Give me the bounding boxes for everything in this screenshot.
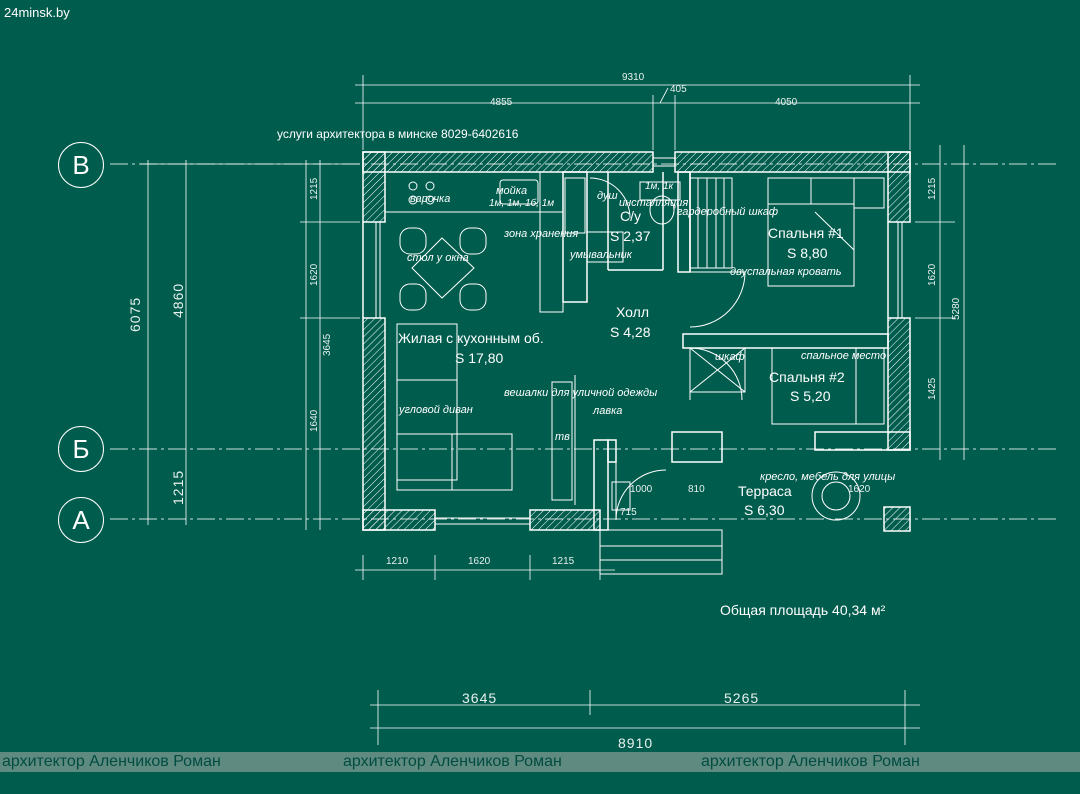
room-bath-area: S 2,37 xyxy=(610,228,651,244)
dim-right-total: 5280 xyxy=(951,297,962,320)
dim-step: 715 xyxy=(620,507,637,518)
label-installation: инсталляция xyxy=(619,197,689,209)
terrace-furniture xyxy=(611,471,861,521)
label-sleeping-place: спальное место xyxy=(801,350,887,362)
room-living-area: S 17,80 xyxy=(455,350,504,366)
dim-terrace-w: 1620 xyxy=(848,484,871,495)
label-storage: зона хранения xyxy=(504,228,579,240)
dim-door-w2: 810 xyxy=(688,484,705,495)
footer-author-1: архитектор Аленчиков Роман xyxy=(2,753,221,770)
footer-band xyxy=(0,752,1080,772)
dim-lower-right: 5265 xyxy=(724,690,760,706)
label-tv: тв xyxy=(555,431,570,443)
bedroom2-furniture xyxy=(771,347,885,425)
site-watermark: 24minsk.by xyxy=(4,5,70,20)
windows xyxy=(375,157,903,525)
dim-right-seg1: 1215 xyxy=(927,177,938,200)
exterior-walls xyxy=(362,151,911,532)
label-corner-sofa: угловой диван xyxy=(399,404,473,416)
dim-left-outer: 6075 xyxy=(127,296,143,332)
dining-table xyxy=(399,227,487,311)
label-stove: варочка xyxy=(410,193,451,205)
room-hall-area: S 4,28 xyxy=(610,324,651,340)
dim-door-w: 1000 xyxy=(630,484,653,495)
label-sink: мойка xyxy=(496,185,528,197)
dimension-lines-left xyxy=(140,160,360,530)
bedroom1-furniture xyxy=(689,177,885,287)
label-wardrobe: гардеробный шкаф xyxy=(677,206,779,218)
room-bedroom1-area: S 8,80 xyxy=(787,245,828,261)
label-closet: шкаф xyxy=(715,351,745,363)
axis-marker-a: А xyxy=(58,497,104,543)
dim-top-right: 4050 xyxy=(775,97,798,108)
dim-left-inner-top: 4860 xyxy=(170,282,186,318)
dim-left-seg1: 1215 xyxy=(309,177,320,200)
dim-left-seg2: 1620 xyxy=(309,263,320,286)
label-1m-1k: 1м, 1к xyxy=(645,181,674,192)
label-washbasin: умывальник xyxy=(570,249,632,261)
dim-lower-left: 3645 xyxy=(462,690,498,706)
dimension-lines-right xyxy=(915,145,965,460)
dim-bottom-seg1: 1210 xyxy=(386,556,409,567)
room-bath-name: С/у xyxy=(620,208,641,224)
dim-top-left: 4855 xyxy=(490,97,513,108)
dim-top-mid: 405 xyxy=(670,84,687,95)
label-hangers: вешалки для уличной одежды xyxy=(504,387,658,399)
label-shower: душ xyxy=(597,190,618,202)
room-bedroom2-name: Спальня #2 xyxy=(769,369,845,385)
dim-right-seg3: 1425 xyxy=(927,377,938,400)
label-double-bed: двуспальная кровать xyxy=(730,266,842,278)
corner-sofa xyxy=(396,323,513,491)
axis-marker-v: В xyxy=(58,142,104,188)
label-table: стол у окна xyxy=(407,252,469,264)
dim-left-seg3: 3645 xyxy=(322,333,333,356)
dim-left-seg4: 1640 xyxy=(309,409,320,432)
kitchen-counter xyxy=(384,171,564,313)
dim-lower-total: 8910 xyxy=(618,735,654,751)
label-bench: лавка xyxy=(593,405,623,417)
room-living-name: Жилая с кухонным об. xyxy=(398,330,544,346)
room-bedroom2-area: S 5,20 xyxy=(790,388,831,404)
dimension-lines-bottom xyxy=(355,555,920,745)
room-hall-name: Холл xyxy=(616,304,649,320)
service-text: услуги архитектора в минске 8029-6402616 xyxy=(277,127,519,141)
dim-bottom-seg3: 1215 xyxy=(552,556,575,567)
room-terrace-area: S 6,30 xyxy=(744,502,785,518)
total-area: Общая площадь 40,34 м² xyxy=(720,602,886,618)
footer-author-2: архитектор Аленчиков Роман xyxy=(343,753,562,770)
dim-top-total: 9310 xyxy=(622,72,645,83)
dim-right-seg2: 1620 xyxy=(927,263,938,286)
dim-left-inner-bottom: 1215 xyxy=(170,469,186,505)
room-bedroom1-name: Спальня #1 xyxy=(768,225,844,241)
dimension-lines-top xyxy=(355,75,920,150)
steps xyxy=(599,529,723,575)
room-terrace-name: Терраса xyxy=(738,483,792,499)
dim-bottom-seg2: 1620 xyxy=(468,556,491,567)
hall-furniture xyxy=(551,347,746,505)
footer-author-3: архитектор Аленчиков Роман xyxy=(701,753,920,770)
axis-marker-b: Б xyxy=(58,426,104,472)
bathroom-fixtures xyxy=(564,177,681,263)
label-terrace-furniture: кресло, мебель для улицы xyxy=(760,471,896,483)
label-cabinets: 1м, 1м, 1б, 1м xyxy=(489,198,555,209)
